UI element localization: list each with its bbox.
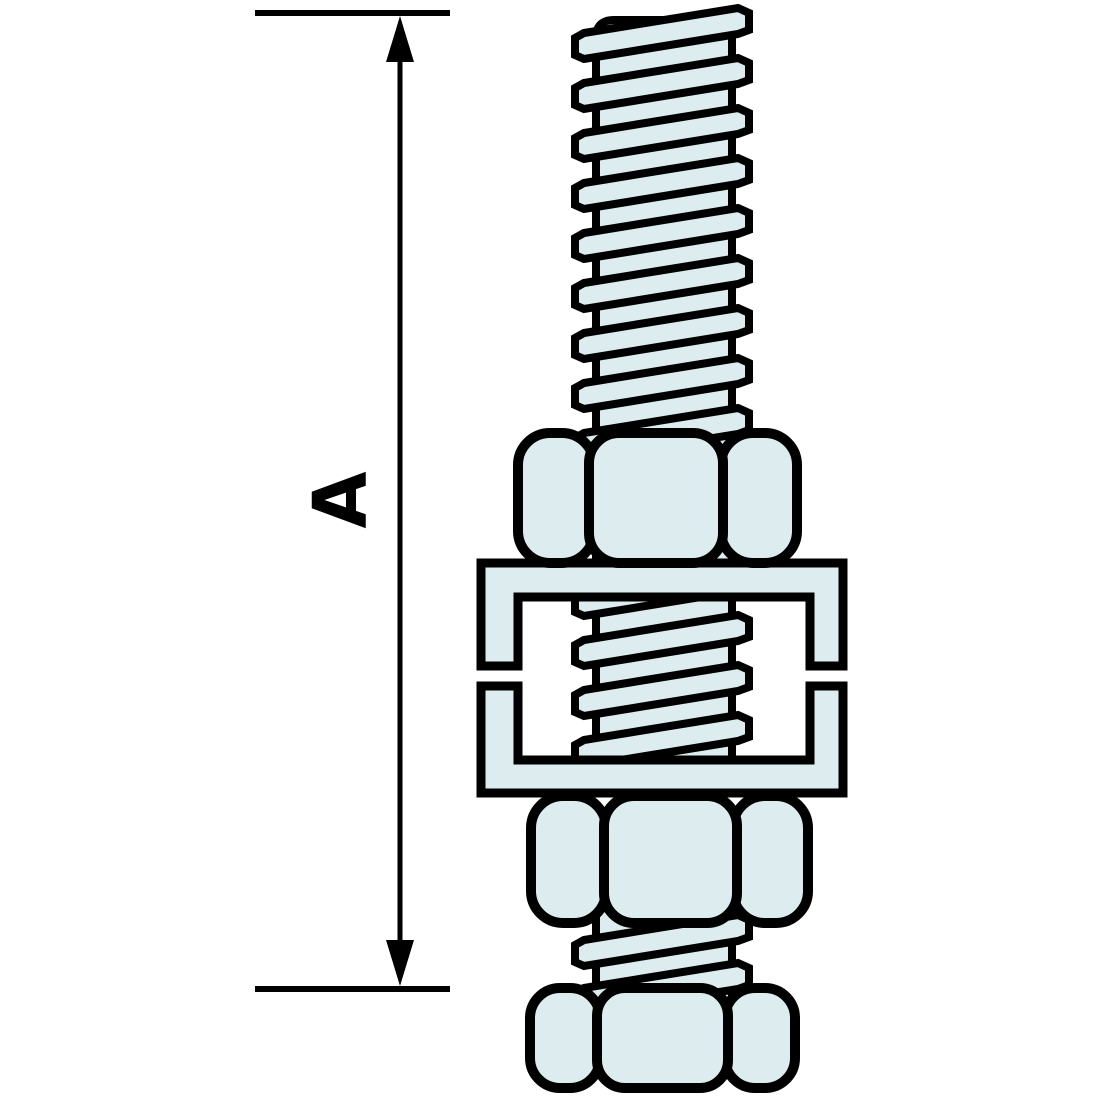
threaded-rod [575, 8, 749, 1014]
arrowhead-down [386, 940, 414, 986]
hex-nut-middle [526, 791, 813, 928]
arrowhead-up [386, 16, 414, 62]
nut-facet-right [716, 428, 802, 568]
nut-facet-center [599, 791, 742, 928]
channel-lower-half [476, 681, 848, 798]
nut-facet-center [584, 428, 728, 568]
dimension-label: A [298, 471, 384, 528]
nut-facet-left [513, 428, 599, 568]
nut-facet-right [720, 983, 800, 1093]
hex-nut-bottom [525, 983, 800, 1093]
strut-channel-cross-section [476, 558, 848, 798]
nut-facet-left [526, 791, 611, 928]
nut-facet-right [728, 791, 813, 928]
hex-nut-upper [513, 428, 802, 568]
channel-upper-half [476, 558, 848, 671]
nut-facet-left [525, 983, 605, 1093]
dimension-a: A [255, 10, 450, 992]
nut-facet-center [592, 983, 733, 1093]
